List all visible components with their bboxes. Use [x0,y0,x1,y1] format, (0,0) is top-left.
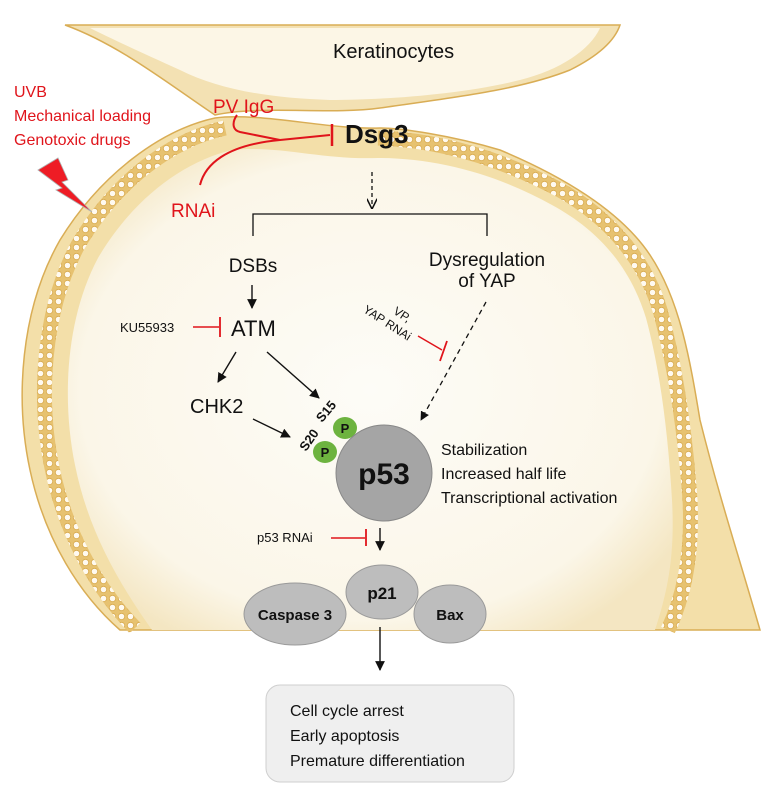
outcome-early-apoptosis: Early apoptosis [290,728,399,745]
p53-label: p53 [358,458,410,491]
stimuli-list: UVB Mechanical loading Genotoxic drugs [14,84,151,149]
upper-keratinocyte [64,24,622,116]
phospho-site-s20: S20 P [296,426,337,463]
p53-effect-stabilization: Stabilization [441,442,527,459]
outcome-cell-cycle-arrest: Cell cycle arrest [290,703,404,720]
bax-node [413,584,487,644]
outcome-box [265,684,515,783]
branch-bracket [252,213,488,236]
p21-node [345,564,419,620]
yap-inhibition-line [417,335,443,351]
rnai-label: RNAi [171,201,215,222]
yap-to-p53-arrow [420,301,487,421]
yap-inhibition-bar [439,340,448,362]
s15-phospho-badge [333,417,357,439]
dsbs-label: DSBs [229,256,278,277]
pv-igg-inhibition-line [232,114,281,141]
atm-to-chk2-arrow [217,351,237,383]
atm-label: ATM [231,316,276,341]
stimulus-mechanical-loading: Mechanical loading [14,108,151,125]
rnai-inhibition-line [199,134,331,186]
caspase3-node [243,582,347,646]
stimulus-uvb: UVB [14,84,47,101]
s20-phospho-badge [313,441,337,463]
p53-rnai-label: p53 RNAi [257,530,313,545]
caspase3-label: Caspase 3 [258,607,332,624]
s20-phospho-mark: P [321,445,330,460]
main-keratinocyte [21,116,761,634]
p21-label: p21 [367,584,396,603]
lightning-bolt-icon [37,157,93,213]
chk2-label: CHK2 [190,396,243,418]
ku55933-label: KU55933 [120,320,174,335]
atm-to-s15-arrow [266,351,320,399]
bax-label: Bax [436,607,464,624]
chk2-to-s20-arrow [252,418,291,438]
outcome-premature-differentiation: Premature differentiation [290,753,465,770]
stimulus-genotoxic-drugs: Genotoxic drugs [14,132,131,149]
p53-effect-transcription: Transcriptional activation [441,490,617,507]
p53-node [335,424,433,522]
p53-effect-half-life: Increased half life [441,466,567,483]
dsg3-label: Dsg3 [345,119,409,149]
s15-phospho-mark: P [341,421,350,436]
yap-label-line1: Dysregulation [429,250,545,271]
yap-label-line2: of YAP [458,271,515,292]
pv-igg-label: PV IgG [213,97,274,118]
cell-type-label: Keratinocytes [333,41,454,63]
